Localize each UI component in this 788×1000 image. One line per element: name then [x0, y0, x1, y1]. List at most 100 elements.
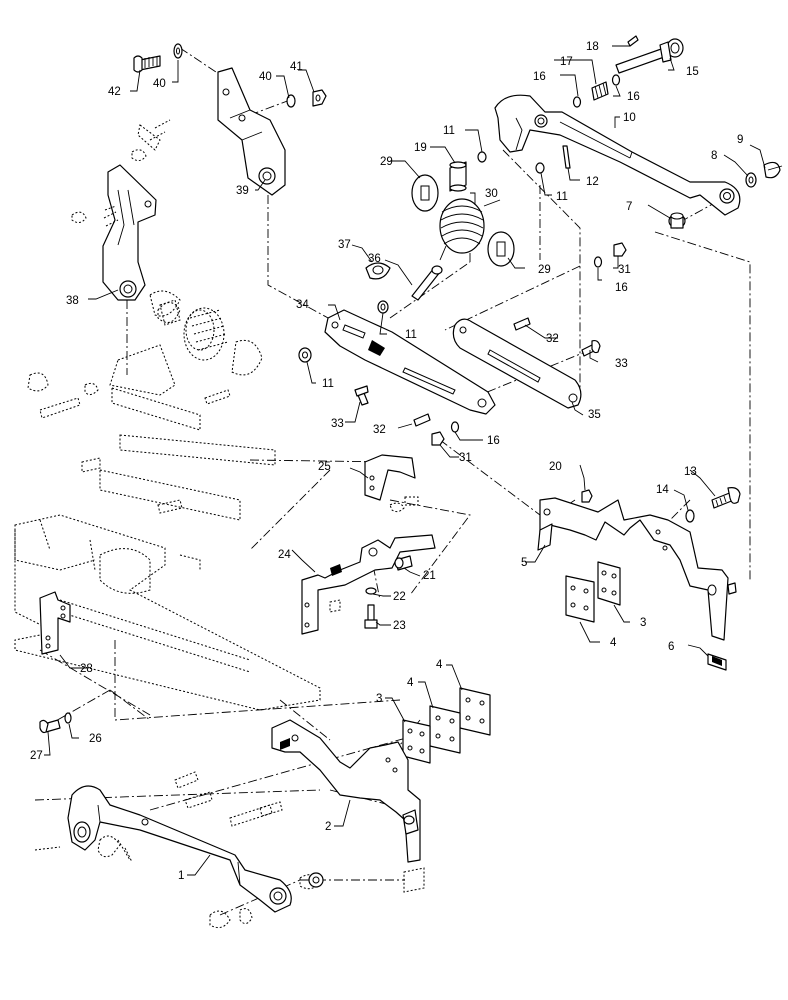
part-32-pin-b — [413, 413, 431, 427]
callout-31: 31 — [459, 452, 472, 464]
part-7-bushing — [668, 212, 686, 229]
callout-9: 9 — [737, 134, 743, 146]
callout-27: 27 — [30, 750, 43, 762]
part-5-bracket — [537, 497, 737, 641]
part-29-plate-b — [487, 231, 515, 267]
part-35-link — [452, 318, 582, 409]
part-16-washer-b — [611, 74, 621, 86]
part-38-arm — [102, 164, 157, 301]
part-27-bolt — [39, 719, 61, 734]
part-18-cotter — [627, 35, 639, 47]
solid-parts — [39, 35, 783, 913]
callout-10: 10 — [623, 112, 636, 124]
callout-19: 19 — [414, 142, 427, 154]
callout-16: 16 — [627, 91, 640, 103]
callout-4: 4 — [610, 637, 617, 649]
part-33-bolt-a — [581, 339, 601, 357]
callout-11: 11 — [443, 125, 455, 137]
callout-21: 21 — [423, 570, 436, 582]
callout-14: 14 — [656, 484, 669, 496]
callout-41: 41 — [290, 61, 303, 73]
part-17-spring — [591, 81, 609, 101]
callout-32: 32 — [546, 333, 559, 345]
callout-2: 2 — [325, 821, 331, 833]
part-16-washer-c — [593, 256, 603, 268]
part-39-bracket — [217, 67, 286, 196]
callout-18: 18 — [586, 41, 599, 53]
callout-29: 29 — [538, 264, 551, 276]
part-19-pin — [449, 161, 467, 192]
callout-15: 15 — [686, 66, 699, 78]
callout-7: 7 — [626, 201, 632, 213]
part-2-bracket — [271, 719, 421, 863]
callout-3: 3 — [640, 617, 646, 629]
part-24-bracket — [301, 534, 436, 635]
callout-11: 11 — [556, 191, 568, 203]
part-11-washer-b — [477, 151, 487, 163]
part-4-plate-b — [429, 705, 461, 754]
callout-16: 16 — [533, 71, 546, 83]
callout-labels: 42 40 39 40 41 38 18 15 17 16 16 10 9 8 … — [30, 41, 743, 882]
part-40-washer-b — [286, 94, 296, 108]
part-3-plate-b — [402, 719, 431, 764]
callout-40: 40 — [259, 71, 272, 83]
callout-33: 33 — [331, 418, 344, 430]
callout-11: 11 — [405, 329, 417, 341]
part-41-nut — [312, 89, 327, 107]
part-10-lever — [494, 94, 741, 216]
callout-24: 24 — [278, 549, 291, 561]
callout-3: 3 — [376, 693, 382, 705]
callout-16: 16 — [615, 282, 628, 294]
callout-35: 35 — [588, 409, 601, 421]
callout-38: 38 — [66, 295, 79, 307]
part-4-plate-a — [565, 575, 595, 623]
callout-26: 26 — [89, 733, 102, 745]
part-26-washer — [64, 712, 72, 724]
part-9-clip — [763, 161, 783, 179]
callout-4: 4 — [407, 677, 414, 689]
part-13-bolt — [711, 487, 741, 509]
part-36-pin — [411, 265, 443, 301]
callout-29: 29 — [380, 156, 393, 168]
part-6-cap — [707, 653, 727, 671]
part-30-spring — [439, 198, 501, 261]
part-11-washer-a — [535, 162, 545, 174]
part-33-bolt-b — [354, 385, 369, 406]
part-25-bracket — [364, 454, 416, 501]
callout-leaders — [44, 45, 766, 876]
part-4-plate-c — [459, 687, 491, 736]
callout-42: 42 — [108, 86, 121, 98]
callout-25: 25 — [318, 461, 331, 473]
part-22-washer — [365, 587, 377, 595]
callout-5: 5 — [521, 557, 527, 569]
part-16-washer-d — [450, 421, 460, 433]
part-23-bolt — [364, 604, 378, 629]
callout-12: 12 — [586, 176, 599, 188]
part-12-pin — [562, 145, 571, 169]
part-34-link — [324, 309, 496, 415]
part-31-nut-b — [431, 431, 445, 446]
part-3-plate-a — [597, 561, 621, 606]
callout-32: 32 — [373, 424, 386, 436]
part-29-plate-a — [411, 174, 439, 212]
callout-13: 13 — [684, 466, 697, 478]
callout-17: 17 — [560, 56, 573, 68]
callout-1: 1 — [178, 870, 184, 882]
part-20-nut — [581, 489, 593, 503]
callout-8: 8 — [711, 150, 717, 162]
callout-36: 36 — [368, 253, 381, 265]
callout-31: 31 — [618, 264, 631, 276]
part-31-nut-a — [613, 242, 627, 257]
callout-22: 22 — [393, 591, 406, 603]
part-21-pin — [394, 555, 413, 571]
callout-39: 39 — [236, 185, 249, 197]
callout-20: 20 — [549, 461, 562, 473]
callout-37: 37 — [338, 239, 351, 251]
part-15-pin — [615, 38, 684, 74]
callout-33: 33 — [615, 358, 628, 370]
callout-28: 28 — [80, 663, 93, 675]
callout-30: 30 — [485, 188, 498, 200]
part-37-clip — [365, 262, 391, 280]
callout-4: 4 — [436, 659, 443, 671]
callout-16: 16 — [487, 435, 500, 447]
